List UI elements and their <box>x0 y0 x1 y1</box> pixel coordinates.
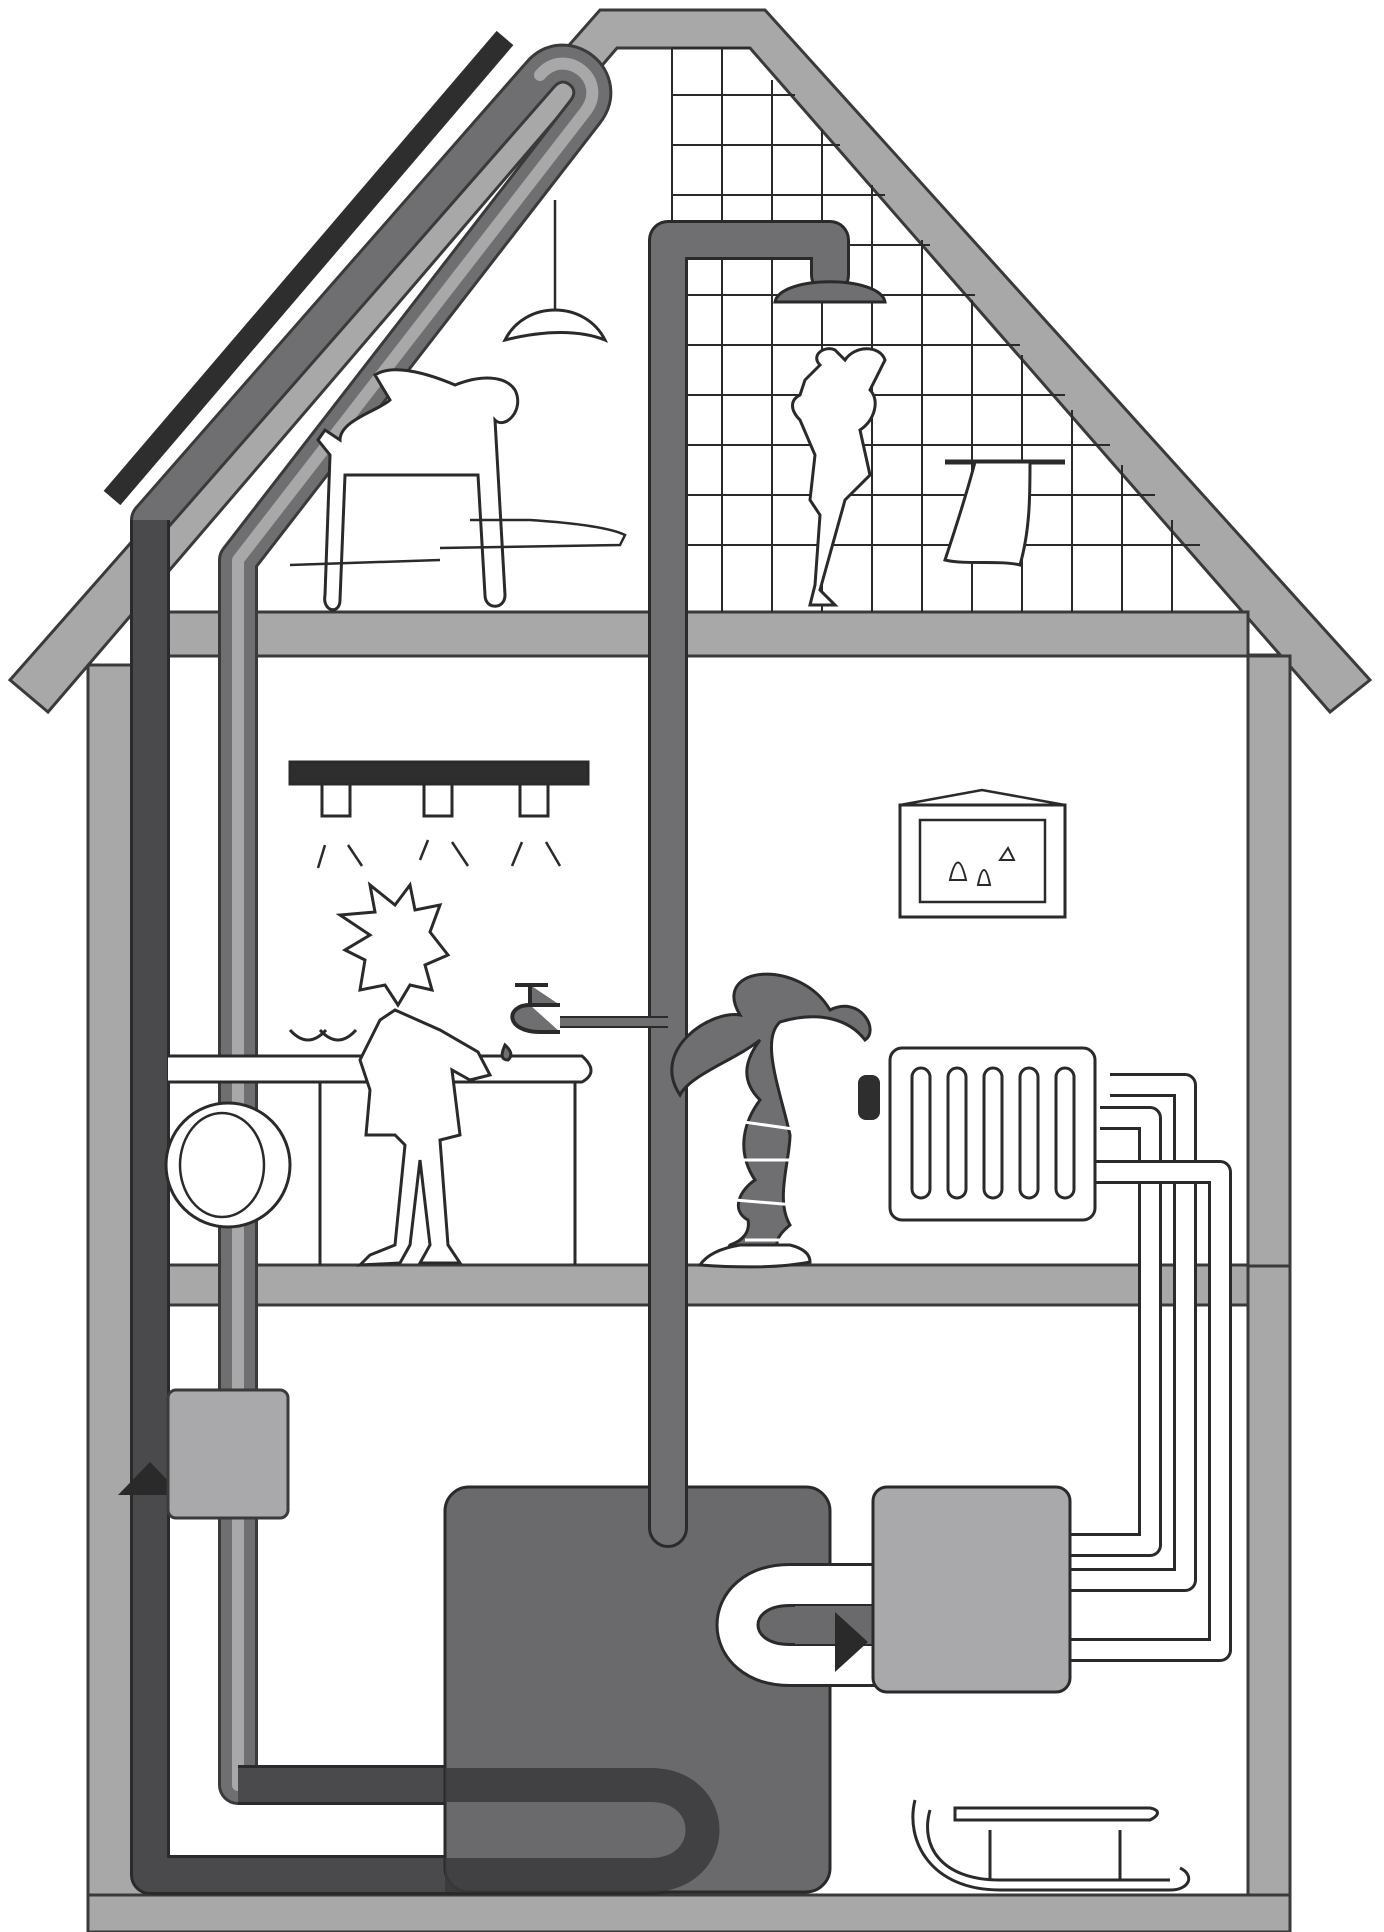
shower-head <box>775 282 885 302</box>
hot-water-riser <box>560 240 830 1528</box>
control-box <box>168 1390 288 1518</box>
kitchen-person <box>360 1010 490 1265</box>
middle-floor <box>168 1265 1248 1305</box>
right-inner-wall-upper <box>1248 656 1290 1266</box>
radiator <box>858 1048 1095 1220</box>
ground-floor-slab <box>88 1895 1290 1932</box>
storage-tank <box>445 1487 830 1892</box>
kitchen-tap <box>512 985 560 1032</box>
sled <box>913 1800 1189 1890</box>
roof <box>10 10 1370 712</box>
potted-palm <box>672 974 870 1259</box>
hanging-lamp <box>505 310 605 340</box>
bathroom-tiles <box>672 48 1200 612</box>
boiler-unit <box>873 1487 1070 1692</box>
attic-floor <box>168 612 1248 656</box>
ceiling-light-bar <box>290 762 588 784</box>
